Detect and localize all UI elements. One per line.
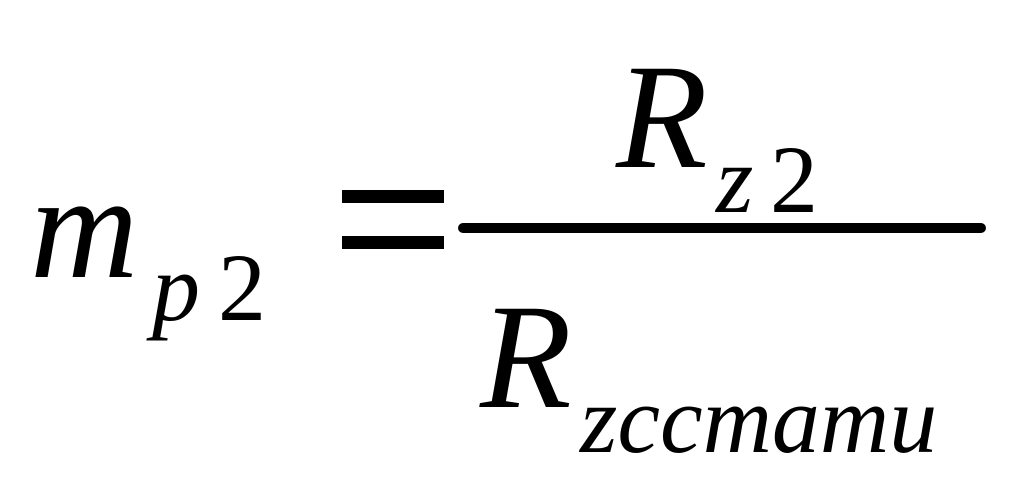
numerator-subscript-variable: z [716, 126, 754, 233]
denominator-subscript: zccmamu [580, 366, 938, 473]
equals-bar-bottom [342, 236, 444, 249]
numerator-base-variable: R [616, 34, 708, 200]
lhs-subscript-variable: p [152, 234, 200, 341]
fraction-bar [458, 223, 986, 233]
numerator-subscript-number: 2 [770, 126, 818, 233]
equals-bar-top [342, 190, 444, 203]
denominator-base-variable: R [480, 274, 572, 440]
lhs-base-variable: m [30, 144, 139, 310]
lhs-subscript-number: 2 [218, 234, 266, 341]
